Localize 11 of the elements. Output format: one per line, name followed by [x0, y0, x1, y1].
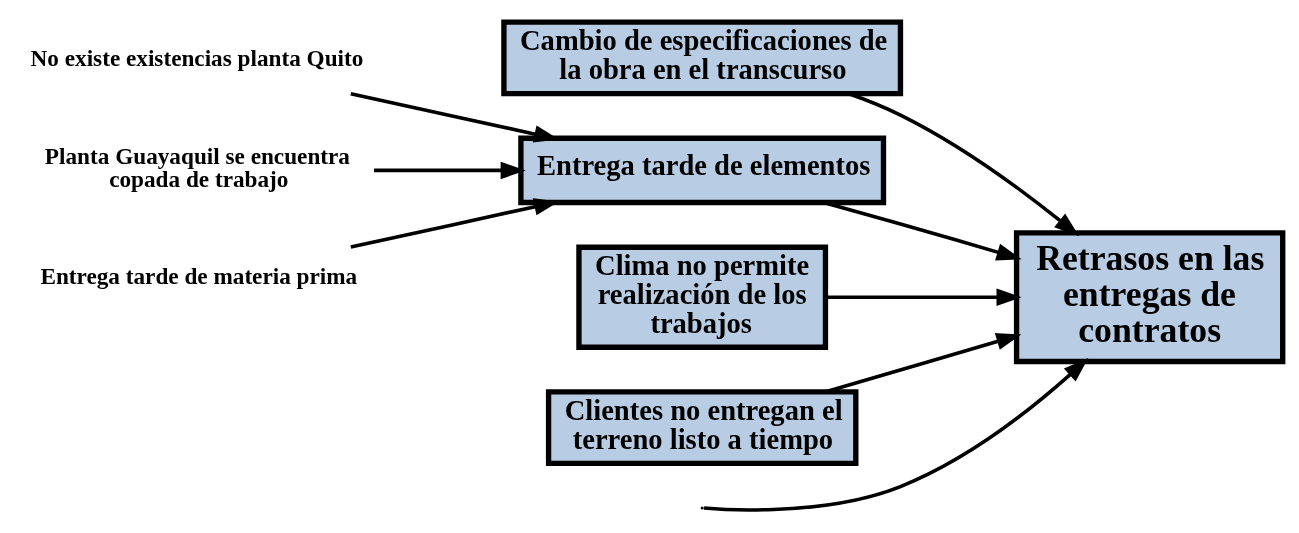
- node-box: Clientes no entregan el terreno listo a tiempo: [545, 389, 859, 466]
- node-box: Entrega tarde de elementos: [518, 135, 887, 206]
- node-box: Retrasos en las entregas de contratos: [1013, 230, 1286, 365]
- node-text: Planta Guayaquil se encuentra copada de trabajo: [44, 142, 350, 193]
- node-text: Entrega tarde de materia prima: [40, 262, 358, 289]
- arrow: [374, 161, 526, 180]
- node-text: No existe existencias planta Quito: [30, 44, 364, 71]
- arrow: [703, 358, 1089, 512]
- arrow: [825, 288, 1022, 306]
- node-box: Cambio de especificaciones de la obra en el transcurso: [501, 19, 904, 97]
- node-box: Clima no permite realización de los trabajos: [576, 244, 829, 350]
